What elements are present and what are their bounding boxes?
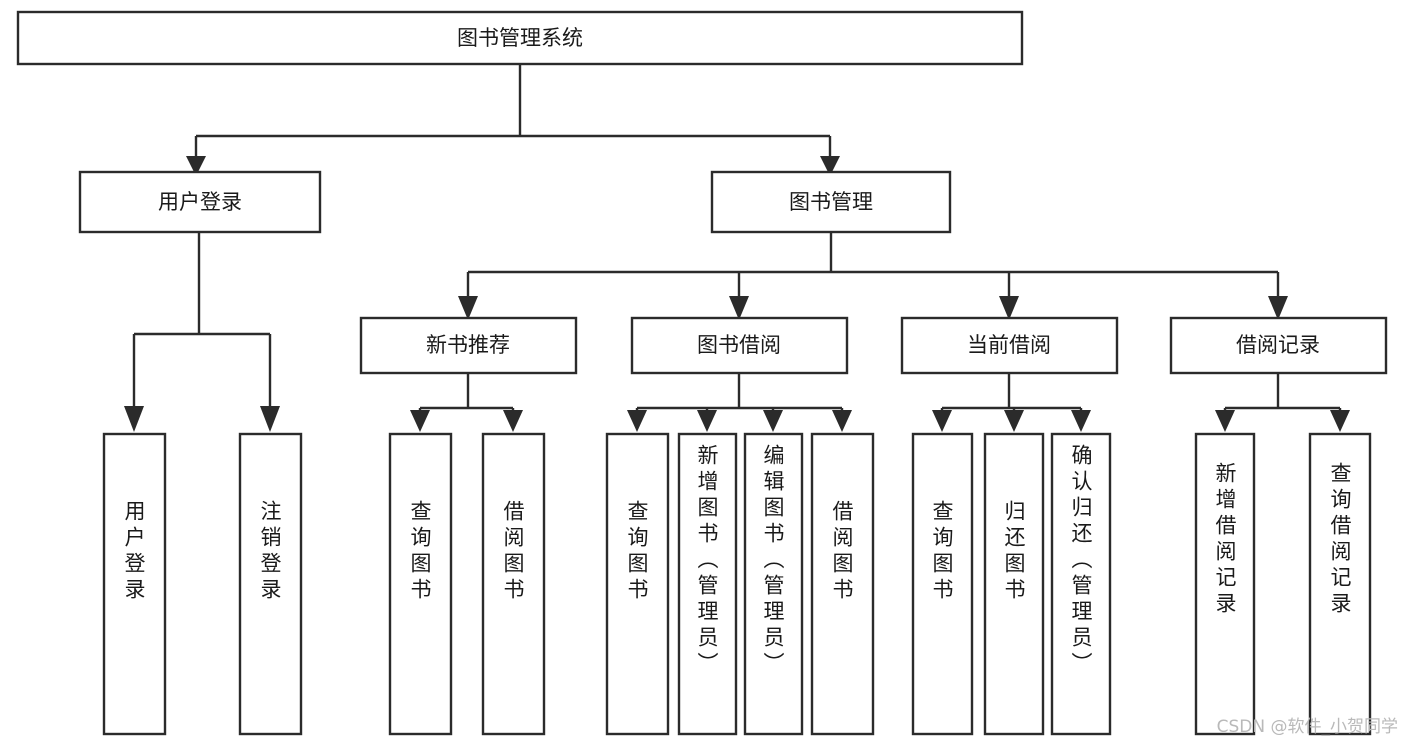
node-new-book-recommend[interactable]: 新书推荐 — [359, 316, 578, 375]
node-user-login-label: 用户登录 — [158, 190, 242, 214]
connector-layer — [124, 64, 1350, 432]
node-new-book-recommend-box — [359, 316, 578, 375]
node-user-login[interactable]: 用户登录 — [78, 170, 322, 234]
leaf-borrow-record-1-box — [1194, 432, 1256, 736]
leaf-new-book-1-box — [388, 432, 453, 736]
arrow-head-leaf-book-borrow-4 — [832, 410, 852, 432]
arrow-head-user-login — [186, 156, 206, 176]
arrow-head-leaf-current-borrow-1 — [932, 410, 952, 432]
leaf-new-book-2[interactable]: 借阅图书 — [481, 432, 546, 736]
arrow-head-leaf-current-borrow-3 — [1071, 410, 1091, 432]
node-book-borrow-box — [630, 316, 849, 375]
node-current-borrow[interactable]: 当前借阅 — [900, 316, 1119, 375]
leaf-book-borrow-2-box — [677, 432, 738, 736]
node-current-borrow-label: 当前借阅 — [967, 333, 1051, 357]
arrow-head-leaf-book-borrow-2 — [697, 410, 717, 432]
csdn-watermark: CSDN @软件_小贺同学 — [1217, 717, 1398, 737]
node-book-borrow-label: 图书借阅 — [697, 333, 781, 357]
leaf-current-borrow-1-box — [911, 432, 974, 736]
leaf-user-login-1[interactable]: 用户登录 — [102, 432, 167, 736]
arrow-head-leaf-book-borrow-1 — [627, 410, 647, 432]
leaf-book-borrow-1-box — [605, 432, 670, 736]
leaf-current-borrow-2-label: 归还图书 — [1002, 500, 1026, 604]
node-user-login-box — [78, 170, 322, 234]
leaf-user-login-2[interactable]: 注销登录 — [238, 432, 303, 736]
node-borrow-record-label: 借阅记录 — [1236, 333, 1320, 357]
leaf-borrow-record-2-box — [1308, 432, 1372, 736]
leaf-current-borrow-1-label: 查询图书 — [930, 500, 954, 604]
arrow-head-leaf-borrow-record-1 — [1215, 410, 1235, 432]
leaf-user-login-2-label: 注销登录 — [258, 500, 282, 604]
leaf-book-borrow-4-box — [810, 432, 875, 736]
arrow-head-leaf-current-borrow-2 — [1004, 410, 1024, 432]
arrow-head-leaf-new-book-2 — [503, 410, 523, 432]
leaf-user-login-2-box — [238, 432, 303, 736]
leaf-book-borrow-4-label: 借阅图书 — [830, 500, 854, 604]
leaf-current-borrow-3-label: 确认归还（管理员） — [1069, 444, 1093, 678]
leaf-borrow-record-2-label: 查询借阅记录 — [1328, 462, 1352, 618]
leaf-book-borrow-2-label: 新增图书（管理员） — [695, 444, 719, 678]
leaf-book-borrow-1[interactable]: 查询图书 — [605, 432, 670, 736]
node-root-system[interactable]: 图书管理系统 — [16, 10, 1024, 66]
node-book-manage[interactable]: 图书管理 — [710, 170, 952, 234]
arrow-head-book-borrow — [729, 296, 749, 320]
arrow-head-leaf-book-borrow-3 — [763, 410, 783, 432]
leaf-new-book-2-label: 借阅图书 — [501, 500, 525, 604]
leaf-borrow-record-2[interactable]: 查询借阅记录 — [1308, 432, 1372, 736]
leaf-new-book-2-box — [481, 432, 546, 736]
leaf-borrow-record-1-label: 新增借阅记录 — [1213, 462, 1237, 618]
leaf-book-borrow-2[interactable]: 新增图书（管理员） — [677, 432, 738, 736]
arrow-head-book-manage — [820, 156, 840, 176]
node-root-box — [16, 10, 1024, 66]
arrow-head-new-book-recommend — [458, 296, 478, 320]
arrow-head-leaf-user-login-1 — [124, 406, 144, 432]
node-book-manage-box — [710, 170, 952, 234]
leaf-book-borrow-3[interactable]: 编辑图书（管理员） — [743, 432, 804, 736]
leaf-current-borrow-3-box — [1050, 432, 1112, 736]
leaf-book-borrow-3-label: 编辑图书（管理员） — [761, 444, 785, 678]
leaf-new-book-1-label: 查询图书 — [408, 500, 432, 604]
node-borrow-record[interactable]: 借阅记录 — [1169, 316, 1388, 375]
node-book-borrow[interactable]: 图书借阅 — [630, 316, 849, 375]
node-book-manage-label: 图书管理 — [789, 190, 873, 214]
leaf-book-borrow-4[interactable]: 借阅图书 — [810, 432, 875, 736]
node-current-borrow-box — [900, 316, 1119, 375]
node-new-book-recommend-label: 新书推荐 — [426, 333, 510, 357]
arrow-head-leaf-borrow-record-2 — [1330, 410, 1350, 432]
arrow-head-current-borrow — [999, 296, 1019, 320]
leaf-borrow-record-1[interactable]: 新增借阅记录 — [1194, 432, 1256, 736]
node-borrow-record-box — [1169, 316, 1388, 375]
leaf-book-borrow-1-label: 查询图书 — [625, 500, 649, 604]
leaf-current-borrow-3[interactable]: 确认归还（管理员） — [1050, 432, 1112, 736]
arrow-head-leaf-user-login-2 — [260, 406, 280, 432]
leaf-book-borrow-3-box — [743, 432, 804, 736]
node-root-label: 图书管理系统 — [457, 26, 583, 50]
leaf-user-login-1-label: 用户登录 — [122, 500, 146, 604]
leaf-new-book-1[interactable]: 查询图书 — [388, 432, 453, 736]
leaf-current-borrow-2-box — [983, 432, 1045, 736]
leaf-current-borrow-1[interactable]: 查询图书 — [911, 432, 974, 736]
leaf-current-borrow-2[interactable]: 归还图书 — [983, 432, 1045, 736]
arrow-head-borrow-record — [1268, 296, 1288, 320]
arrow-head-leaf-new-book-1 — [410, 410, 430, 432]
leaf-user-login-1-box — [102, 432, 167, 736]
